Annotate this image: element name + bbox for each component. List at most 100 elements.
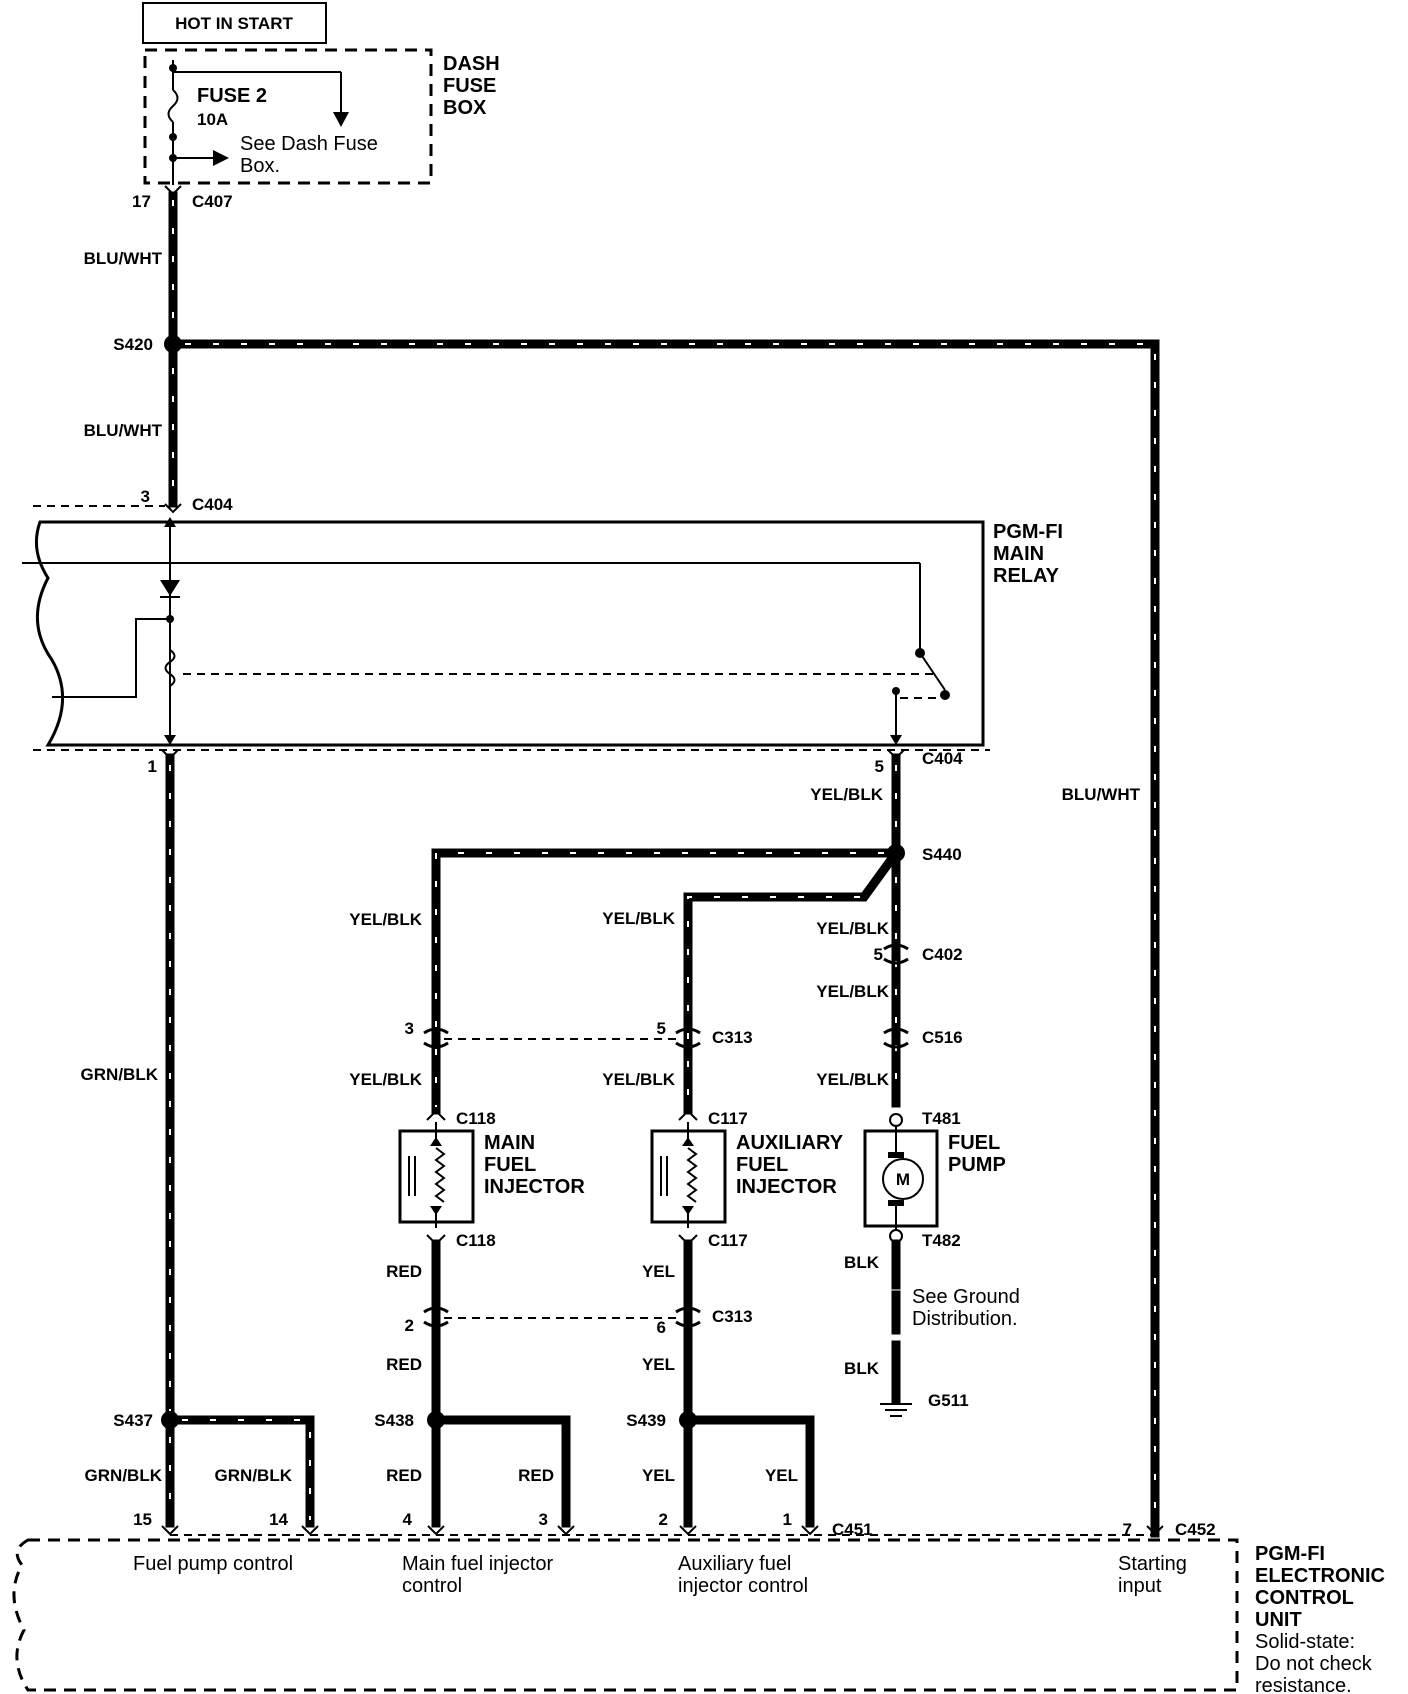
c313-connector-a bbox=[423, 1027, 449, 1049]
c516-label: C516 bbox=[922, 1028, 963, 1047]
fuse-rating: 10A bbox=[197, 110, 228, 129]
hot-in-start-label: HOT IN START bbox=[175, 14, 293, 33]
c452-connector bbox=[1146, 1525, 1164, 1536]
c402-label: C402 bbox=[922, 945, 963, 964]
ecu-label: PGM-FI bbox=[1255, 1543, 1325, 1565]
wire-label-yel-blk-4: YEL/BLK bbox=[816, 919, 889, 938]
fuel-pump-label: FUEL bbox=[948, 1132, 1000, 1154]
wire-label-red-1: RED bbox=[386, 1262, 422, 1281]
wire-label-yel-blk-2: YEL/BLK bbox=[349, 910, 422, 929]
wire-label-yel-3: YEL bbox=[642, 1466, 675, 1485]
svg-text:6: 6 bbox=[657, 1318, 666, 1337]
c404-bottom-label: C404 bbox=[922, 749, 963, 768]
svg-text:14: 14 bbox=[269, 1510, 288, 1529]
wire-label-blu-wht-2: BLU/WHT bbox=[84, 421, 163, 440]
wire-label-yel-blk-1: YEL/BLK bbox=[810, 785, 883, 804]
svg-text:ELECTRONIC: ELECTRONIC bbox=[1255, 1565, 1385, 1587]
c118-bottom-label: C118 bbox=[456, 1231, 496, 1250]
ecu-input-fuel-pump: Fuel pump control bbox=[133, 1553, 293, 1575]
svg-text:1: 1 bbox=[783, 1510, 792, 1529]
wire-label-yel-2: YEL bbox=[642, 1355, 675, 1374]
wire-label-blk-2: BLK bbox=[844, 1359, 880, 1378]
svg-text:UNIT: UNIT bbox=[1255, 1609, 1302, 1631]
wire-label-yel-blk-6: YEL/BLK bbox=[349, 1070, 422, 1089]
ecu-input-aux-injector: Auxiliary fuel bbox=[678, 1553, 791, 1575]
dash-fuse-box-label: DASH bbox=[443, 53, 500, 75]
svg-text:5: 5 bbox=[874, 945, 883, 964]
svg-text:resistance.: resistance. bbox=[1255, 1675, 1352, 1694]
svg-text:Do not check: Do not check bbox=[1255, 1653, 1373, 1675]
wire-label-yel-blk-5: YEL/BLK bbox=[816, 982, 889, 1001]
wire-label-grn-blk-1: GRN/BLK bbox=[81, 1065, 159, 1084]
svg-text:FUEL: FUEL bbox=[736, 1154, 788, 1176]
c516-connector bbox=[883, 1027, 909, 1049]
svg-text:5: 5 bbox=[657, 1019, 666, 1038]
svg-text:input: input bbox=[1118, 1575, 1162, 1597]
wire-yel-branch bbox=[683, 1415, 815, 1528]
auxiliary-fuel-injector bbox=[650, 1122, 727, 1228]
wire-yel-blk-main-injector bbox=[431, 848, 901, 1115]
svg-text:INJECTOR: INJECTOR bbox=[736, 1176, 837, 1198]
fuse-note: See Dash Fuse bbox=[240, 133, 378, 155]
wire-blu-wht-starting bbox=[168, 339, 1160, 1538]
svg-text:1: 1 bbox=[148, 757, 157, 776]
hot-in-start-box bbox=[142, 2, 327, 44]
svg-text:CONTROL: CONTROL bbox=[1255, 1587, 1354, 1609]
wire-label-blu-wht-3: BLU/WHT bbox=[1062, 785, 1141, 804]
svg-text:injector control: injector control bbox=[678, 1575, 808, 1597]
svg-text:BOX: BOX bbox=[443, 97, 487, 119]
splice-s440-label: S440 bbox=[922, 845, 962, 864]
svg-text:INJECTOR: INJECTOR bbox=[484, 1176, 585, 1198]
svg-text:7: 7 bbox=[1123, 1520, 1132, 1539]
relay-internals bbox=[22, 517, 950, 745]
svg-text:RELAY: RELAY bbox=[993, 565, 1060, 587]
svg-text:3: 3 bbox=[405, 1019, 414, 1038]
c118-top-connector bbox=[426, 1109, 446, 1121]
c404-top-label: C404 bbox=[192, 495, 233, 514]
pgm-fi-ecu-box bbox=[12, 1538, 1239, 1692]
t482-label: T482 bbox=[922, 1231, 961, 1250]
c407-label: C407 bbox=[192, 192, 233, 211]
splice-s438-label: S438 bbox=[374, 1411, 414, 1430]
svg-text:FUEL: FUEL bbox=[484, 1154, 536, 1176]
t481-label: T481 bbox=[922, 1109, 961, 1128]
ecu-input-starting: Starting bbox=[1118, 1553, 1187, 1575]
ground-note: See Ground bbox=[912, 1286, 1020, 1308]
c117-bottom-label: C117 bbox=[708, 1231, 748, 1250]
wire-label-yel-blk-7: YEL/BLK bbox=[602, 1070, 675, 1089]
wire-label-red-3: RED bbox=[386, 1466, 422, 1485]
svg-text:15: 15 bbox=[133, 1510, 152, 1529]
svg-text:MAIN: MAIN bbox=[993, 543, 1044, 565]
svg-text:PUMP: PUMP bbox=[948, 1154, 1006, 1176]
splice-s439-label: S439 bbox=[626, 1411, 666, 1430]
c117-top-label: C117 bbox=[708, 1109, 748, 1128]
c313-label-bottom: C313 bbox=[712, 1307, 753, 1326]
svg-text:17: 17 bbox=[132, 192, 151, 211]
pgm-fi-main-relay-box bbox=[34, 520, 985, 747]
ecu-note: Solid-state: bbox=[1255, 1631, 1355, 1653]
c313-connector-d bbox=[675, 1306, 701, 1328]
svg-text:2: 2 bbox=[659, 1510, 668, 1529]
svg-text:Box.: Box. bbox=[240, 155, 280, 177]
svg-text:3: 3 bbox=[141, 487, 150, 506]
wire-label-blu-wht-1: BLU/WHT bbox=[84, 249, 163, 268]
ground-g511-label: G511 bbox=[928, 1391, 969, 1410]
c404-top-connector bbox=[164, 503, 182, 514]
fuse-name: FUSE 2 bbox=[197, 85, 267, 107]
c313-connector-b bbox=[675, 1027, 701, 1049]
svg-text:5: 5 bbox=[875, 757, 884, 776]
wire-label-grn-blk-2: GRN/BLK bbox=[85, 1466, 163, 1485]
ecu-input-main-injector: Main fuel injector bbox=[402, 1553, 554, 1575]
wire-label-yel-blk-3: YEL/BLK bbox=[602, 909, 675, 928]
wire-label-blk-1: BLK bbox=[844, 1253, 880, 1272]
c451-connector-pins bbox=[161, 1525, 819, 1536]
c452-label: C452 bbox=[1175, 1520, 1216, 1539]
wire-label-yel-1: YEL bbox=[642, 1262, 675, 1281]
wire-label-red-4: RED bbox=[518, 1466, 554, 1485]
wire-label-grn-blk-3: GRN/BLK bbox=[215, 1466, 293, 1485]
dash-fuse-box-outline bbox=[143, 48, 433, 185]
motor-symbol: M bbox=[896, 1170, 910, 1189]
fuel-pump bbox=[863, 1126, 939, 1232]
wire-label-yel-blk-8: YEL/BLK bbox=[816, 1070, 889, 1089]
